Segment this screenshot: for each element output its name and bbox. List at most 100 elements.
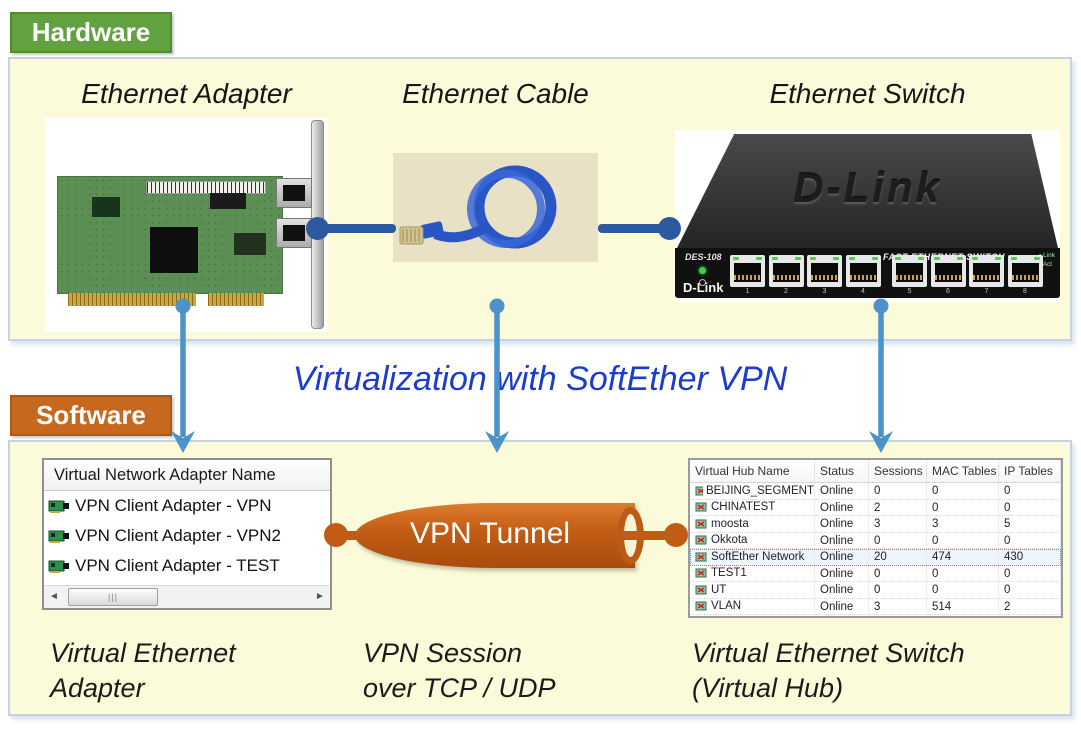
network-card-icon [48,560,69,573]
cable-switch-connector [598,224,670,233]
hub-sessions: 20 [869,549,927,566]
port-number: 6 [946,288,950,295]
hub-status: Online [815,598,869,615]
table-row[interactable]: TEST1 Online 0 0 0 [690,565,1061,582]
table-row[interactable]: CHINATEST Online 2 0 0 [690,499,1061,516]
network-card-icon [48,530,69,543]
table-row[interactable]: moosta Online 3 3 5 [690,516,1061,533]
hub-name: SoftEther Network [711,550,805,563]
adapter-edge-connector [68,293,196,306]
table-row[interactable]: Okkota Online 0 0 0 [690,532,1061,549]
col-sessions[interactable]: Sessions [869,460,927,482]
hub-table-header: Virtual Hub Name Status Sessions MAC Tab… [690,460,1061,483]
scroll-left-icon[interactable]: ◄ [49,591,59,602]
ethernet-adapter-label: Ethernet Adapter [81,78,292,109]
tunnel-right-dot [664,523,688,547]
switch-port-row: 1 2 3 4 5 6 7 8 [730,255,1043,295]
hub-sessions: 3 [869,516,927,533]
port-number: 5 [907,288,912,295]
virtual-hub-icon [695,502,707,512]
cable-coil-graphic [399,165,557,249]
switch-brand-label: D-Link [683,280,724,295]
virtual-switch-caption: Virtual Ethernet Switch (Virtual Hub) [692,638,965,703]
col-mac-tables[interactable]: MAC Tables [927,460,999,482]
virtual-hub-icon [695,486,703,496]
switch-power-icon [699,279,706,286]
port-hole [934,263,962,282]
tunnel-right-connector [622,531,670,540]
list-item-label: VPN Client Adapter - VPN2 [75,526,281,545]
virtual-hub-icon [695,552,707,562]
horizontal-scrollbar[interactable]: ◄ ||| ► [44,585,330,608]
list-item[interactable]: VPN Client Adapter - TEST [44,551,330,581]
hub-name: UT [711,583,727,596]
virtual-hub-icon [695,568,707,578]
hub-mac-tables: 0 [927,565,999,582]
virtual-adapter-caption: Virtual Ethernet Adapter [50,638,236,703]
port-hole [772,263,800,282]
hub-name: CHINATEST [711,501,776,514]
hub-name: Okkota [711,534,748,547]
adapter-pcb [57,176,283,306]
ethernet-cable-label: Ethernet Cable [402,78,589,109]
port-number: 7 [984,288,989,295]
col-status[interactable]: Status [815,460,869,482]
list-item[interactable]: VPN Client Adapter - VPN [44,491,330,521]
switch-led-legend: Link Act [1039,251,1055,270]
ethernet-switch-photo: D-Link DES-108 D-Link FAST ETHERNET SWIT… [675,130,1060,302]
hub-mac-tables: 0 [927,499,999,516]
switch-top-face: D-Link [677,134,1058,248]
port-hole [811,263,838,282]
scrollbar-thumb[interactable]: ||| [68,588,158,606]
virtual-hub-table: Virtual Hub Name Status Sessions MAC Tab… [688,458,1063,618]
table-row-selected[interactable]: SoftEther Network Online 20 474 430 [690,549,1061,566]
adapter-cable-connector [316,224,396,233]
hub-ip-tables: 0 [999,582,1061,599]
port-number: 1 [745,288,750,295]
hub-name: moosta [711,517,749,530]
hub-ip-tables: 0 [999,483,1061,500]
adapter-barcode-label [146,181,266,194]
scroll-right-icon[interactable]: ► [315,591,325,602]
adapter-chip [234,233,266,255]
rj45-port: 2 [768,255,804,295]
virtual-hub-icon [695,601,707,611]
hub-ip-tables: 5 [999,516,1061,533]
hub-sessions: 0 [869,532,927,549]
hub-status: Online [815,483,869,500]
software-badge: Software [10,395,172,436]
list-item[interactable]: VPN Client Adapter - VPN2 [44,521,330,551]
port-hole [1011,263,1039,282]
ethernet-switch-label: Ethernet Switch [769,78,966,109]
virtualization-title: Virtualization with SoftEther VPN [292,360,788,398]
port-hole [896,263,923,282]
vpn-session-caption: VPN Session over TCP / UDP [363,638,556,703]
adapter-chip [210,193,246,209]
table-row[interactable]: VLAN Online 3 514 2 [690,598,1061,615]
vpn-tunnel-label: VPN Tunnel [409,517,571,550]
list-item-label: VPN Client Adapter - VPN [75,496,272,515]
switch-power-led [699,267,706,274]
hub-status: Online [815,532,869,549]
ethernet-adapter-photo [45,118,328,332]
switch-embossed-logo: D-Link [793,164,942,211]
hub-sessions: 2 [869,499,927,516]
hardware-badge: Hardware [10,12,172,53]
port-number: 2 [784,288,788,295]
adapter-rj45-port [276,178,312,208]
switch-model-label: DES-108 [685,252,722,262]
table-row[interactable]: BEIJING_SEGMENT Online 0 0 0 [690,483,1061,500]
adapter-edge-connector [208,293,264,306]
rj45-port: 6 [930,255,966,295]
table-row[interactable]: UT Online 0 0 0 [690,582,1061,599]
port-hole [734,263,761,282]
col-virtual-hub-name[interactable]: Virtual Hub Name [690,460,815,482]
cable-switch-connector-dot [658,217,681,240]
port-hole [973,263,1000,282]
hub-mac-tables: 3 [927,516,999,533]
hub-status: Online [815,565,869,582]
hub-sessions: 3 [869,598,927,615]
col-ip-tables[interactable]: IP Tables [999,460,1061,482]
hub-status: Online [815,516,869,533]
